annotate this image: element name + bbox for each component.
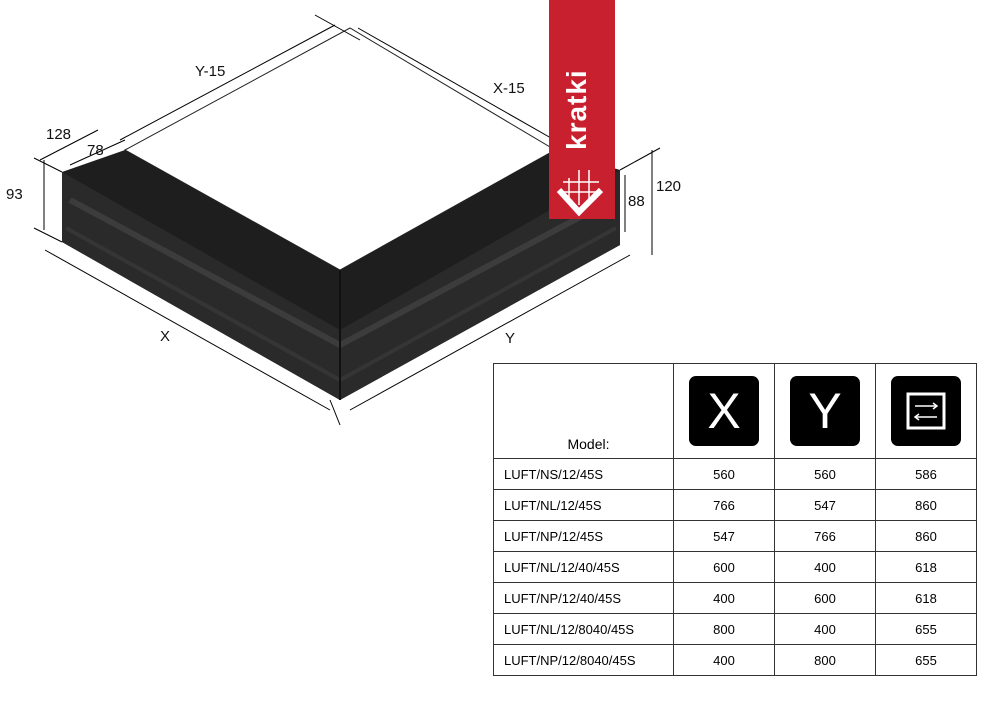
cell-y: 400	[774, 613, 876, 645]
cell-x: 600	[673, 551, 775, 583]
dimension-lines	[33, 14, 661, 426]
cell-y: 766	[774, 520, 876, 552]
cell-x: 400	[673, 644, 775, 676]
dim-120: 120	[656, 178, 682, 195]
cell-model: LUFT/NL/12/8040/45S	[493, 613, 674, 645]
dim-y: Y	[505, 330, 516, 347]
cell-x: 547	[673, 520, 775, 552]
swap-arrows-icon	[891, 376, 961, 446]
cell-model: LUFT/NP/12/45S	[493, 520, 674, 552]
cell-x: 560	[673, 458, 775, 490]
cell-model: LUFT/NP/12/8040/45S	[493, 644, 674, 676]
cell-x: 766	[673, 489, 775, 521]
cell-y: 400	[774, 551, 876, 583]
cell-v: 586	[875, 458, 977, 490]
cell-y: 547	[774, 489, 876, 521]
cell-y: 600	[774, 582, 876, 614]
dim-x-minus: X-15	[493, 80, 525, 97]
cell-x: 800	[673, 613, 775, 645]
dim-88: 88	[628, 193, 645, 210]
cell-v: 860	[875, 520, 977, 552]
grid-arrow-icon	[556, 170, 604, 217]
dim-x: X	[160, 328, 171, 345]
kratki-logo: kratki	[549, 0, 615, 219]
cell-model: LUFT/NS/12/45S	[493, 458, 674, 490]
y-dimension-icon: Y	[790, 376, 860, 446]
dim-128: 128	[46, 126, 72, 143]
model-header: Model:	[493, 363, 674, 459]
cell-v: 860	[875, 489, 977, 521]
cell-x: 400	[673, 582, 775, 614]
dim-y-minus: Y-15	[195, 63, 226, 80]
cell-model: LUFT/NL/12/45S	[493, 489, 674, 521]
cell-v: 618	[875, 551, 977, 583]
cell-model: LUFT/NL/12/40/45S	[493, 551, 674, 583]
cell-y: 560	[774, 458, 876, 490]
cell-v: 655	[875, 644, 977, 676]
x-dimension-icon: X	[689, 376, 759, 446]
cell-v: 655	[875, 613, 977, 645]
dim-78: 78	[87, 142, 104, 159]
cell-model: LUFT/NP/12/40/45S	[493, 582, 674, 614]
cell-v: 618	[875, 582, 977, 614]
vent-body	[62, 27, 620, 400]
dim-93: 93	[6, 186, 23, 203]
cell-y: 800	[774, 644, 876, 676]
table-header: Model: X Y	[493, 363, 977, 459]
